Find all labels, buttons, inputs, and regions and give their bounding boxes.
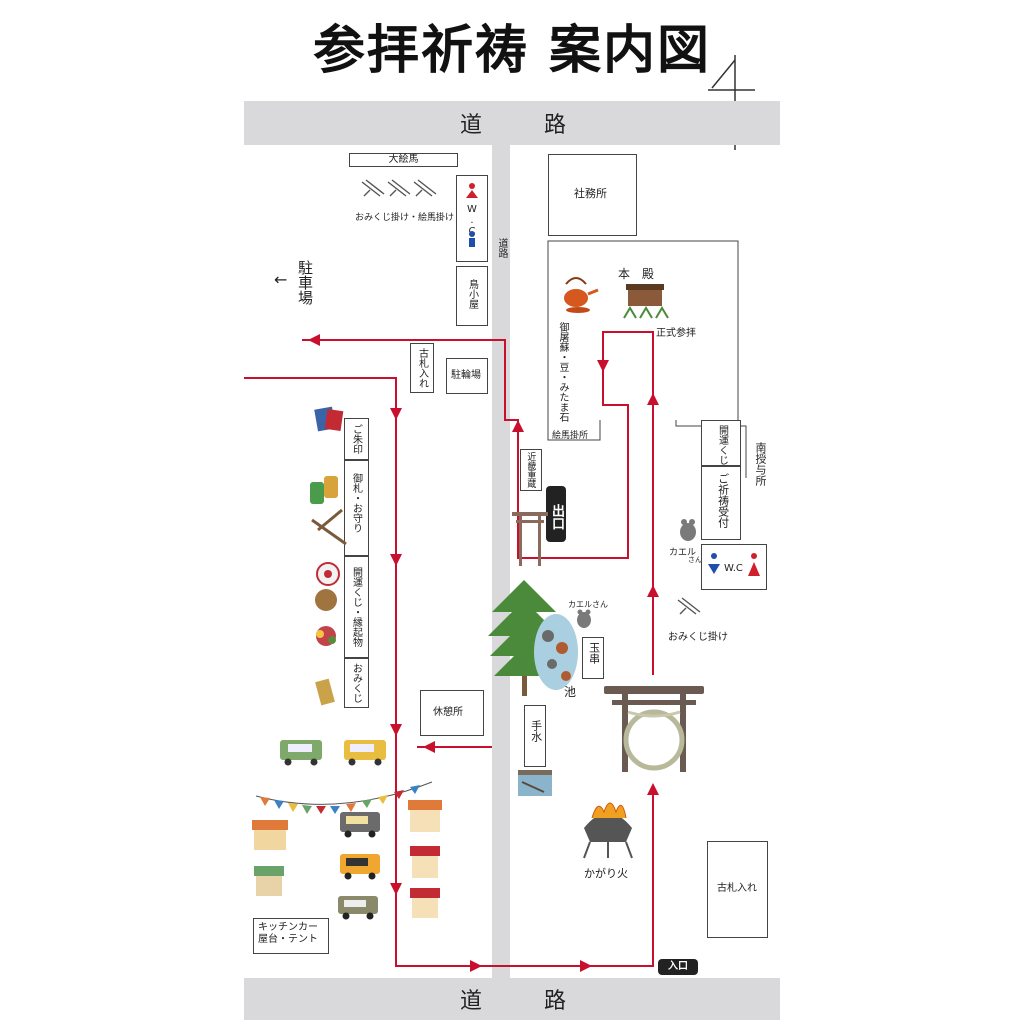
road-center [492, 145, 510, 978]
ofuda-box: 御札・お守り [344, 460, 369, 556]
ike-label: 池 [564, 685, 577, 699]
ema-kakesho-label: 絵馬掛所 [552, 431, 589, 441]
honden-label: 本 殿 [618, 267, 655, 281]
goshuin-box: ご朱印 [344, 418, 369, 460]
kaeru-pond-label: カエルさん [568, 600, 608, 609]
tamagushi-box: 玉串 [582, 637, 604, 679]
kyukeisho-box: 休憩所 [420, 690, 484, 736]
furufuda-left-box: 古札入れ [410, 343, 434, 393]
daiema-box: 大絵馬 [349, 153, 458, 167]
parking-arrow: ← [274, 270, 288, 289]
kaiunkuji-right-box: 開運くじ [701, 420, 741, 466]
omikuji-kake-label: おみくじ掛け [668, 632, 728, 643]
wc-right-box: W.C [701, 544, 767, 590]
otoso-label: 御屠蘇・豆・みたま石 [557, 322, 568, 422]
kagaribi-label: かがり火 [584, 867, 628, 880]
shamusho-box: 社務所 [548, 154, 637, 236]
bicycle-box: 駐輪場 [446, 358, 488, 394]
kinseisho-box: 近畿重蔵 [520, 449, 542, 491]
torigoya-box: 鳥小屋 [456, 266, 488, 326]
kitchen-box: キッチンカー 屋台・テント [253, 918, 329, 954]
parking-label: 駐車場 [296, 260, 314, 305]
road-bottom: 道 路 [244, 978, 780, 1020]
temizu-box: 手水 [524, 705, 546, 767]
page-title: 参拝祈祷 案内図 [312, 21, 712, 81]
kaeru-right-san: さん [688, 556, 702, 564]
seishiki-label: 正式参拝 [656, 328, 696, 339]
road-top: 道 路 [244, 101, 780, 145]
deguchi-badge: 出口 [546, 486, 566, 542]
kaeru-right-label: カエル [669, 548, 697, 558]
omikuji-box: おみくじ [344, 658, 369, 708]
kaiun-box: 開運くじ・縁起物 [344, 556, 369, 658]
gokito-box: ご祈祷受付 [701, 466, 741, 540]
furufuda-right-box: 古札入れ [707, 841, 768, 938]
wc-left-box: W.C [456, 175, 488, 262]
minami-juyo-label: 南授与所 [754, 442, 767, 486]
road-center-label: 道路 [496, 238, 507, 258]
iriguchi-badge: 入口 [658, 959, 698, 975]
omikuji-ema-label: おみくじ掛け・絵馬掛け [355, 213, 455, 223]
